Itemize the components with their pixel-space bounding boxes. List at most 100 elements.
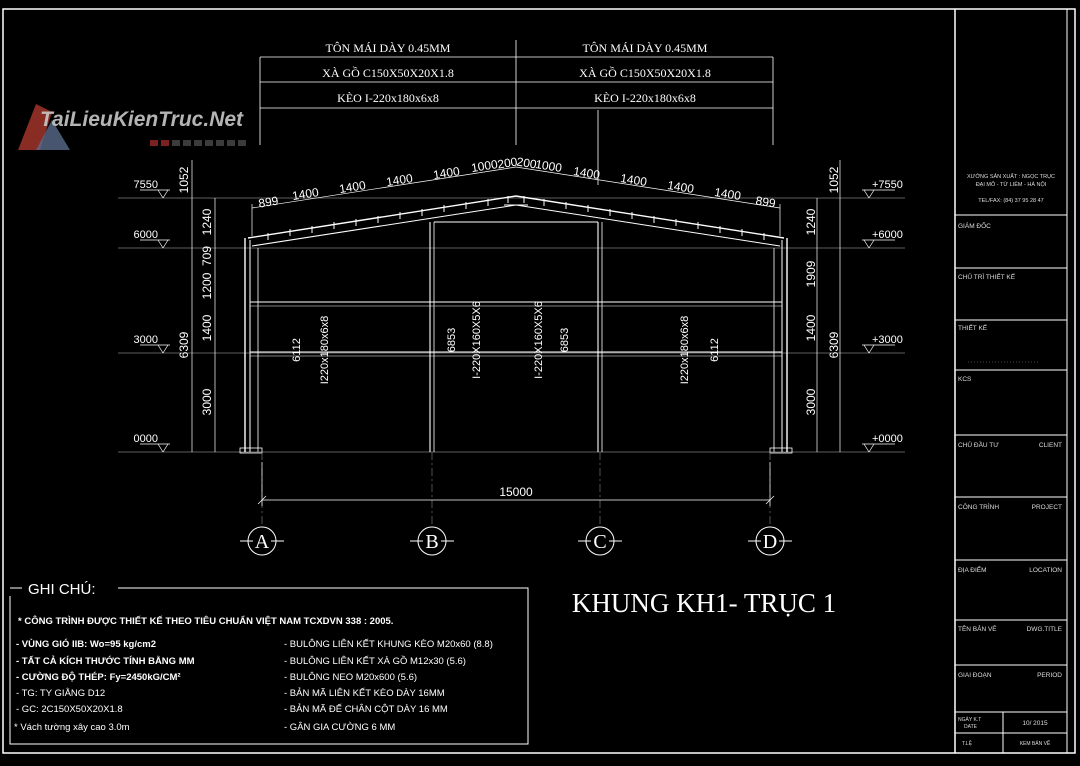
mid-left-column-height: 6853 <box>446 328 458 352</box>
level-left: 7550 <box>134 179 158 191</box>
tb-date: DATE <box>964 724 978 730</box>
note-main: * CÔNG TRÌNH ĐƯỢC THIẾT KẾ THEO TIÊU CHU… <box>18 615 393 627</box>
roof-label-table <box>259 40 774 185</box>
dim-top: 200 <box>516 155 538 172</box>
left-dimension-lines <box>140 160 216 453</box>
tb-location: LOCATION <box>1029 567 1062 574</box>
level-right: +3000 <box>872 334 903 346</box>
tb-project: PROJECT <box>1032 504 1062 511</box>
left-levels: 7550 6000 3000 0000 <box>134 179 158 445</box>
dim-top: 1400 <box>619 171 648 189</box>
dim-right-inner: 3000 <box>804 388 818 415</box>
tb-ten-ban-ve: TÊN BẢN VẼ <box>958 624 997 633</box>
notes-heading: GHI CHÚ: <box>28 581 96 598</box>
tb-thiet-ke: THIẾT KẾ <box>958 322 988 332</box>
top-dimension-line <box>251 166 781 236</box>
note-left-item: - VÙNG GIÓ IIB: Wo=95 kg/cm2 <box>16 638 156 650</box>
note-left-item: - TẤT CẢ KÍCH THƯỚC TÍNH BẰNG MM <box>16 655 195 667</box>
axis-labels: A B C D <box>253 531 779 553</box>
roof-sheet-label-left: TÔN MÁI DÀY 0.45MM <box>326 41 451 55</box>
axis-label-b: B <box>425 531 438 553</box>
drawing-title: KHUNG KH1- TRỤC 1 <box>572 588 836 618</box>
dim-top: 1000 <box>470 157 499 175</box>
axis-label-d: D <box>763 531 777 553</box>
rafter-label-left: KÈO I-220x180x6x8 <box>337 91 439 105</box>
roof-sheet-label-right: TÔN MÁI DÀY 0.45MM <box>583 41 708 55</box>
note-right-item: - BULÔNG NEO M20x600 (5.6) <box>284 672 417 683</box>
mid-right-column-section: I-220X160X5X6 <box>533 301 545 379</box>
tb-dia-diem: ĐỊA ĐIỂM <box>958 565 987 574</box>
note-right-item: - BULÔNG LIÊN KẾT XÀ GỒ M12x30 (5.6) <box>284 655 466 667</box>
dim-right-outer: 6309 <box>827 331 841 358</box>
tb-chu-dau-tu: CHỦ ĐẦU TƯ <box>958 439 999 449</box>
tb-dwg-title: DWG.TITLE <box>1027 626 1063 633</box>
dim-top: 1400 <box>432 164 461 182</box>
title-block: XƯỞNG SẢN XUẤT : NGỌC TRỤC ĐẠI MỖ - TỪ L… <box>955 9 1068 753</box>
tb-tl: T.LỆ <box>962 739 973 747</box>
dim-top: 1000 <box>534 157 563 175</box>
right-dimension-lines <box>816 160 895 453</box>
tb-chu-tri: CHỦ TRÌ THIẾT KẾ <box>958 271 1016 281</box>
dim-top: 899 <box>257 194 279 211</box>
note-right-item: - BẢN MÃ ĐẾ CHÂN CỘT DÀY 16 MM <box>284 703 448 715</box>
tb-client: CLIENT <box>1039 442 1062 449</box>
axis-bubbles <box>240 526 792 556</box>
axis-label-c: C <box>593 531 606 553</box>
dim-left-inner: 1240 <box>200 208 214 235</box>
tb-giai-doan: GIAI ĐOẠN <box>958 672 992 679</box>
top-dims: 899 1400 1400 1400 1400 1000 200 200 100… <box>257 155 777 211</box>
note-left-item: - CƯỜNG ĐỘ THÉP: Fy=2450kG/CM² <box>16 671 181 683</box>
right-column-section: I220x180x6x8 <box>679 316 691 385</box>
dim-top: 1400 <box>291 185 320 203</box>
dim-top: 1400 <box>666 178 695 196</box>
dim-left-outer: 1052 <box>177 166 191 193</box>
dim-top: 1400 <box>338 178 367 196</box>
level-left: 6000 <box>134 229 158 241</box>
right-dims: 1052 6309 1240 1909 1400 3000 <box>804 166 841 415</box>
portal-frame <box>239 195 793 454</box>
dim-right-inner: 1909 <box>804 260 818 287</box>
dim-left-outer: 6309 <box>177 331 191 358</box>
sheet-frame <box>2 8 1076 754</box>
level-right: +0000 <box>872 433 903 445</box>
span-value: 15000 <box>499 485 533 499</box>
roof-labels: TÔN MÁI DÀY 0.45MM XÀ GỒ C150X50X20X1.8 … <box>322 41 711 105</box>
axis-label-a: A <box>255 531 270 553</box>
company-address: ĐẠI MỖ - TỪ LIÊM - HÀ NỘI <box>976 180 1047 188</box>
note-left-item: - GC: 2C150X50X20X1.8 <box>16 704 123 715</box>
span-dimension <box>257 462 775 506</box>
purlin-label-left: XÀ GỒ C150X50X20X1.8 <box>322 65 454 80</box>
level-left: 0000 <box>134 433 158 445</box>
mid-right-column-height: 6853 <box>559 328 571 352</box>
note-left-item: * Vách tường xây cao 3.0m <box>14 722 130 733</box>
note-left-item: - TG: TY GIẰNG D12 <box>16 688 105 699</box>
level-left: 3000 <box>134 334 158 346</box>
mid-left-column-section: I-220X160X5X6 <box>471 301 483 379</box>
dim-top: 1400 <box>713 185 742 203</box>
right-levels: +7550 +6000 +3000 +0000 <box>872 179 903 445</box>
tb-ngay: NGÀY K.T <box>958 716 981 723</box>
dim-top: 1400 <box>572 164 601 182</box>
dim-right-outer: 1052 <box>827 166 841 193</box>
dim-top: 899 <box>755 194 777 211</box>
dim-left-inner: 709 <box>200 246 214 266</box>
watermark-text: TaiLieuKienTruc.Net <box>40 108 244 131</box>
dim-left-inner: 3000 <box>200 388 214 415</box>
level-right: +6000 <box>872 229 903 241</box>
note-right-item: - GÂN GIA CƯỜNG 6 MM <box>284 722 395 733</box>
note-right-item: - BẢN MÃ LIÊN KẾT KÈO DÀY 16MM <box>284 687 445 699</box>
left-column-height: 6112 <box>291 338 303 362</box>
tb-kcs: KCS <box>958 376 972 383</box>
left-dims: 1052 6309 1240 709 1200 1400 3000 <box>177 166 214 415</box>
dim-left-inner: 1200 <box>200 272 214 299</box>
note-right-item: - BULÔNG LIÊN KẾT KHUNG KÈO M20x60 (8.8) <box>284 639 493 650</box>
watermark: TaiLieuKienTruc.Net <box>18 104 246 150</box>
dim-right-inner: 1240 <box>804 208 818 235</box>
company-name: XƯỞNG SẢN XUẤT : NGỌC TRỤC <box>967 173 1055 180</box>
tb-period: PERIOD <box>1037 672 1062 679</box>
dim-top: 200 <box>496 155 518 172</box>
dim-left-inner: 1400 <box>200 314 214 341</box>
column-labels: I220x180x6x8 6112 6853 I-220X160X5X6 I-2… <box>291 301 721 384</box>
tb-giam-doc: GIÁM ĐỐC <box>958 220 991 230</box>
